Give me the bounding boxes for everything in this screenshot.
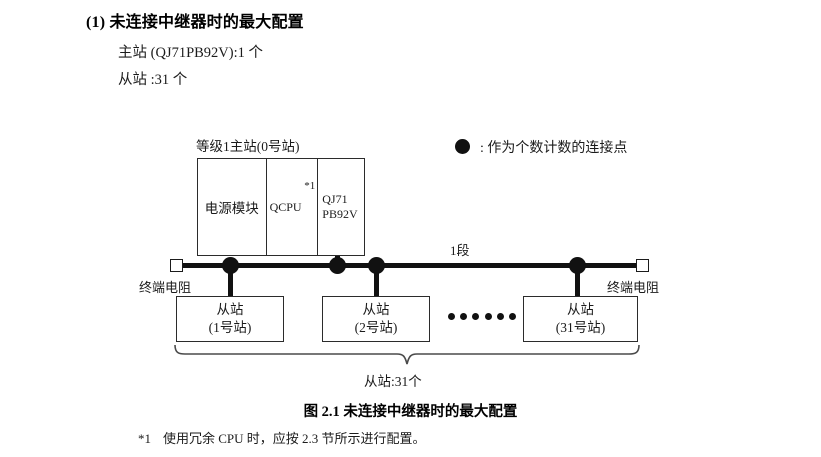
- slave-station-number: (1号站): [208, 320, 252, 335]
- drop-line-slave-2: [374, 265, 379, 296]
- spec-slave-count: 从站 :31 个: [118, 72, 188, 88]
- rack-cell-qj71pb92v: QJ71 PB92V: [318, 159, 364, 255]
- terminating-resistor-right-icon: [636, 259, 649, 272]
- legend-label: : 作为个数计数的连接点: [480, 141, 628, 156]
- slave-station-number: (2号站): [354, 320, 398, 335]
- rack-cell-power-label: 电源模块: [204, 201, 259, 216]
- connection-node-master: [329, 257, 346, 274]
- terminating-resistor-left-label: 终端电阻: [139, 280, 192, 295]
- slave-station-box: 从站 (1号站): [176, 296, 284, 342]
- drop-line-slave-1: [228, 265, 233, 296]
- slave-station-box: 从站 (31号站): [523, 296, 638, 342]
- ellipsis-dots-icon: [448, 313, 516, 320]
- slave-range-brace-icon: [174, 344, 640, 365]
- connection-node-slave-2: [368, 257, 385, 274]
- section-heading: (1) 未连接中继器时的最大配置: [86, 14, 304, 31]
- slave-station-name: 从站: [216, 301, 244, 317]
- segment-label: 1段: [450, 243, 470, 258]
- footnote-marker-label: *1: [138, 431, 151, 446]
- rack-cell-net-label: QJ71 PB92V: [322, 192, 357, 222]
- rack-cell-net-line2: PB92V: [322, 207, 358, 221]
- terminating-resistor-left-icon: [170, 259, 183, 272]
- footnote-text: 使用冗余 CPU 时，应按 2.3 节所示进行配置。: [163, 431, 426, 446]
- terminating-resistor-right-label: 终端电阻: [607, 280, 660, 295]
- master-rack: 电源模块 QCPU *1 QJ71 PB92V: [197, 158, 365, 256]
- footnote-marker: *1: [304, 180, 316, 192]
- master-rack-label: 等级1主站(0号站): [196, 139, 300, 154]
- drop-line-slave-31: [575, 265, 580, 296]
- spec-master-count: 主站 (QJ71PB92V):1 个: [118, 45, 264, 61]
- rack-cell-net-line1: QJ71: [322, 192, 348, 206]
- slave-station-number: (31号站): [555, 320, 606, 335]
- filled-circle-icon: [455, 139, 470, 154]
- footnote: *1 使用冗余 CPU 时，应按 2.3 节所示进行配置。: [138, 428, 426, 447]
- slave-station-name: 从站: [567, 301, 594, 317]
- connection-node-slave-31: [569, 257, 586, 274]
- rack-cell-power-module: 电源模块: [198, 159, 267, 255]
- rack-cell-qcpu-label: QCPU: [269, 199, 302, 214]
- rack-cell-qcpu: QCPU *1: [267, 159, 319, 255]
- slave-station-name: 从站: [362, 301, 390, 317]
- slave-station-box: 从站 (2号站): [322, 296, 430, 342]
- slave-range-label: 从站:31个: [364, 374, 422, 389]
- connection-node-slave-1: [222, 257, 239, 274]
- figure-caption: 图 2.1 未连接中继器时的最大配置: [303, 404, 518, 420]
- trunk-bus-line: [176, 263, 642, 268]
